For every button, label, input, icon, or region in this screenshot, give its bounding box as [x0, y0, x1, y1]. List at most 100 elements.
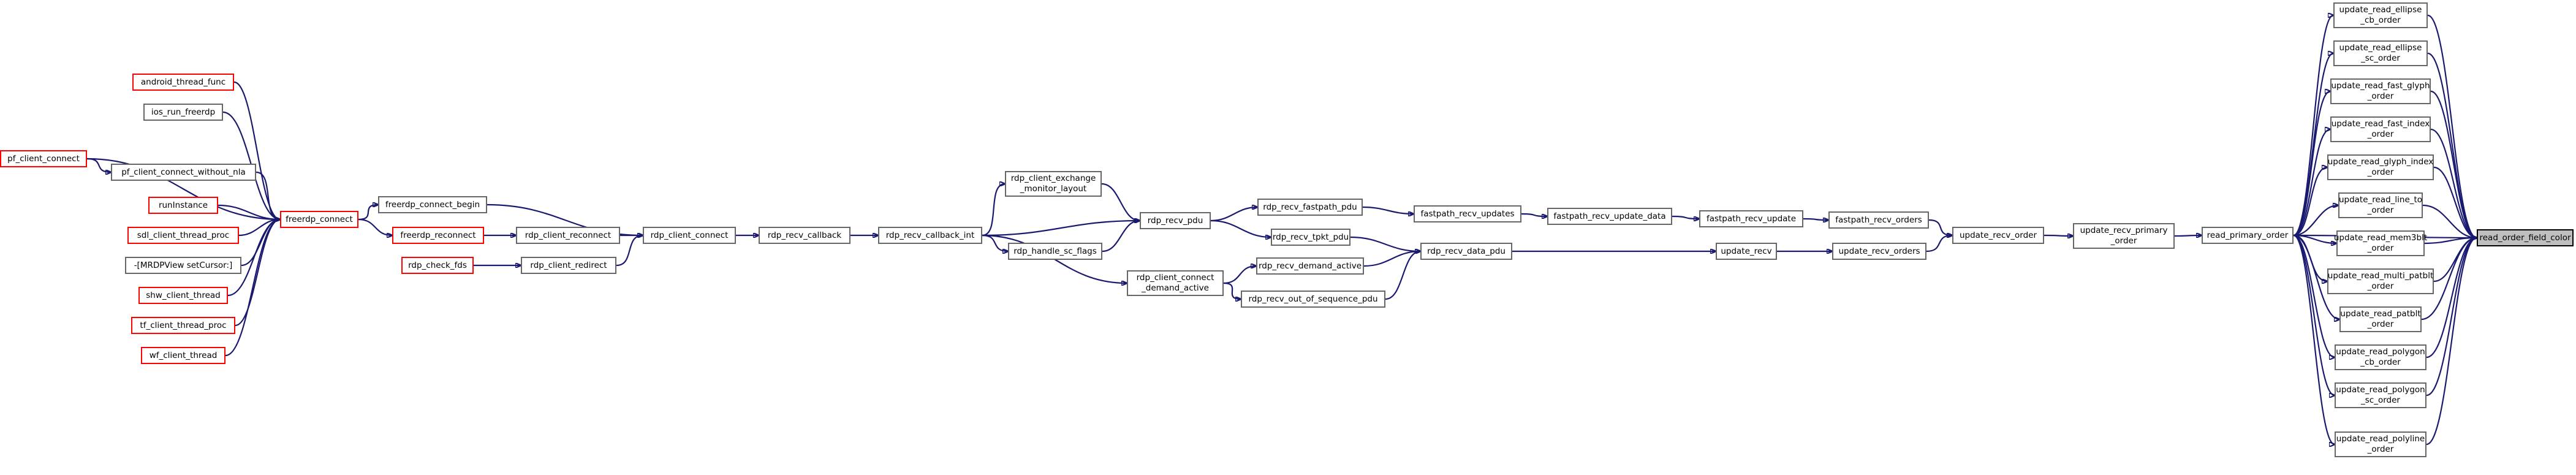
edge-n00-n10	[233, 81, 280, 219]
edge-n45-n49	[2421, 238, 2477, 321]
node-update-read-polyline-order[interactable]: update_read_polyline _order	[2335, 431, 2426, 457]
edge-n36-n48	[2293, 234, 2335, 444]
node-update-read-ellipse-cb-order[interactable]: update_read_ellipse _cb_order	[2333, 2, 2428, 28]
edge-n15-n16	[616, 235, 643, 267]
edge-n38-n49	[2427, 52, 2477, 238]
node-rdp-recv-demand-active[interactable]: rdp_recv_demand_active	[1256, 257, 1364, 275]
node-update-read-polygon-sc-order[interactable]: update_read_polygon _sc_order	[2335, 382, 2426, 408]
node-rdp-recv-pdu[interactable]: rdp_recv_pdu	[1140, 212, 1211, 229]
edge-n23-n27	[1362, 206, 1414, 214]
node-update-read-mem3blt-order[interactable]: update_read_mem3blt _order	[2334, 230, 2427, 256]
edge-n27-n29	[1521, 213, 1547, 216]
edge-n47-n49	[2426, 238, 2477, 397]
edge-n18-n22	[982, 221, 1140, 237]
edge-n07-n10	[227, 219, 280, 297]
edge-n22-n23	[1210, 207, 1257, 222]
edge-n46-n49	[2426, 238, 2477, 359]
node-update-read-glyph-index-order[interactable]: update_read_glyph_index _order	[2327, 154, 2434, 180]
edge-n36-n42	[2293, 205, 2338, 237]
node-update-read-line-to-order[interactable]: update_read_line_to _order	[2338, 192, 2423, 218]
edge-n18-n19	[982, 184, 1005, 237]
node-freerdp-connect-begin[interactable]: freerdp_connect_begin	[378, 196, 487, 213]
edge-n19-n22	[1101, 183, 1140, 221]
edge-n30-n32	[1803, 219, 1828, 220]
node-freerdp-reconnect[interactable]: freerdp_reconnect	[392, 227, 484, 244]
node-pf-client-connect-without-nla[interactable]: pf_client_connect_without_nla	[111, 164, 256, 181]
node-android-thread-func[interactable]: android_thread_func	[132, 74, 234, 91]
node-fastpath-recv-orders[interactable]: fastpath_recv_orders	[1828, 211, 1929, 229]
edge-n36-n41	[2293, 167, 2327, 237]
node-pf-client-connect[interactable]: pf_client_connect	[0, 150, 87, 167]
node-update-read-patblt-order[interactable]: update_read_patblt _order	[2339, 306, 2422, 332]
node-update-read-multi-patblt-order[interactable]: update_read_multi_patblt _order	[2327, 268, 2434, 294]
edge-n10-n12	[358, 218, 392, 235]
node-sdl-client-thread-proc[interactable]: sdl_client_thread_proc	[127, 227, 239, 244]
node-runinstance[interactable]: runInstance	[148, 197, 218, 214]
edge-n03-n10	[256, 171, 280, 219]
node-update-read-ellipse-sc-order[interactable]: update_read_ellipse _sc_order	[2333, 40, 2428, 66]
node-update-recv-primary-order[interactable]: update_recv_primary _order	[2073, 223, 2175, 249]
edge-n20-n22	[1102, 221, 1140, 253]
node-fastpath-recv-update[interactable]: fastpath_recv_update	[1699, 210, 1803, 227]
node-update-read-polygon-cb-order[interactable]: update_read_polygon _cb_order	[2335, 344, 2426, 370]
node-read-primary-order[interactable]: read_primary_order	[2202, 227, 2294, 244]
node-rdp-recv-out-of-sequence-pdu[interactable]: rdp_recv_out_of_sequence_pdu	[1241, 291, 1385, 308]
node-rdp-recv-tpkt-pdu[interactable]: rdp_recv_tpkt_pdu	[1271, 229, 1351, 246]
node-tf-client-thread-proc[interactable]: tf_client_thread_proc	[131, 317, 235, 334]
edge-n36-n47	[2293, 234, 2335, 395]
edge-n22-n24	[1210, 219, 1271, 237]
edge-n25-n28	[1363, 251, 1420, 267]
node-rdp-client-redirect[interactable]: rdp_client_redirect	[521, 257, 616, 274]
edge-n09-n10	[225, 219, 280, 357]
node-update-recv-orders[interactable]: update_recv_orders	[1832, 243, 1926, 260]
node-rdp-check-fds[interactable]: rdp_check_fds	[401, 257, 474, 274]
edge-n39-n49	[2430, 90, 2477, 238]
edge-n29-n30	[1672, 215, 1699, 219]
edge-n36-n46	[2293, 234, 2335, 357]
edge-n35-n36	[2174, 235, 2202, 236]
node-rdp-client-connect-demand-active[interactable]: rdp_client_connect _demand_active	[1127, 270, 1224, 296]
edge-n26-n28	[1385, 251, 1420, 300]
node-wf-client-thread[interactable]: wf_client_thread	[141, 347, 225, 364]
node-update-recv[interactable]: update_recv	[1716, 243, 1777, 260]
edge-n34-n35	[2044, 235, 2073, 236]
edge-n21-n26	[1223, 282, 1241, 299]
node-mrdpview-setcursor[interactable]: -[MRDPView setCursor:]	[125, 257, 241, 274]
node-rdp-recv-fastpath-pdu[interactable]: rdp_recv_fastpath_pdu	[1257, 199, 1363, 216]
node-rdp-client-exchange-monitor-layout[interactable]: rdp_client_exchange _monitor_layout	[1005, 171, 1102, 197]
node-update-read-fast-index-order[interactable]: update_read_fast_index _order	[2330, 116, 2431, 142]
node-rdp-client-reconnect[interactable]: rdp_client_reconnect	[516, 227, 620, 244]
edge-n21-n25	[1223, 266, 1256, 284]
edge-n37-n49	[2427, 14, 2477, 238]
edge-n24-n28	[1350, 236, 1420, 251]
edge-n02-n03	[86, 158, 111, 172]
node-update-recv-order[interactable]: update_recv_order	[1952, 227, 2044, 244]
edge-n43-n49	[2424, 238, 2477, 245]
node-rdp-client-connect[interactable]: rdp_client_connect	[643, 227, 736, 244]
node-fastpath-recv-updates[interactable]: fastpath_recv_updates	[1414, 205, 1521, 222]
node-rdp-recv-data-pdu[interactable]: rdp_recv_data_pdu	[1420, 243, 1512, 260]
node-update-read-fast-glyph-order[interactable]: update_read_fast_glyph _order	[2330, 78, 2431, 104]
edge-n48-n49	[2426, 238, 2477, 446]
edge-n36-n45	[2293, 234, 2339, 319]
edge-n41-n49	[2433, 166, 2477, 238]
edge-n04-n10	[218, 204, 280, 219]
node-shw-client-thread[interactable]: shw_client_thread	[138, 287, 228, 304]
node-ios-run-freerdp[interactable]: ios_run_freerdp	[143, 104, 223, 121]
edge-n36-n37	[2293, 15, 2333, 237]
node-rdp-handle-sc-flags[interactable]: rdp_handle_sc_flags	[1008, 243, 1102, 260]
node-read-order-field-color: read_order_field_color	[2477, 229, 2574, 246]
node-freerdp-connect[interactable]: freerdp_connect	[280, 211, 358, 228]
edge-n42-n49	[2422, 204, 2477, 238]
edge-n02-n10	[86, 158, 280, 219]
node-rdp-recv-callback-int[interactable]: rdp_recv_callback_int	[878, 227, 982, 244]
node-fastpath-recv-update-data[interactable]: fastpath_recv_update_data	[1547, 208, 1672, 225]
edge-n32-n34	[1928, 219, 1952, 235]
edge-n10-n11	[358, 205, 378, 221]
edge-n36-n40	[2293, 129, 2330, 237]
edge-n33-n34	[1926, 235, 1952, 253]
edge-n40-n49	[2430, 128, 2477, 238]
node-rdp-recv-callback[interactable]: rdp_recv_callback	[759, 227, 850, 244]
